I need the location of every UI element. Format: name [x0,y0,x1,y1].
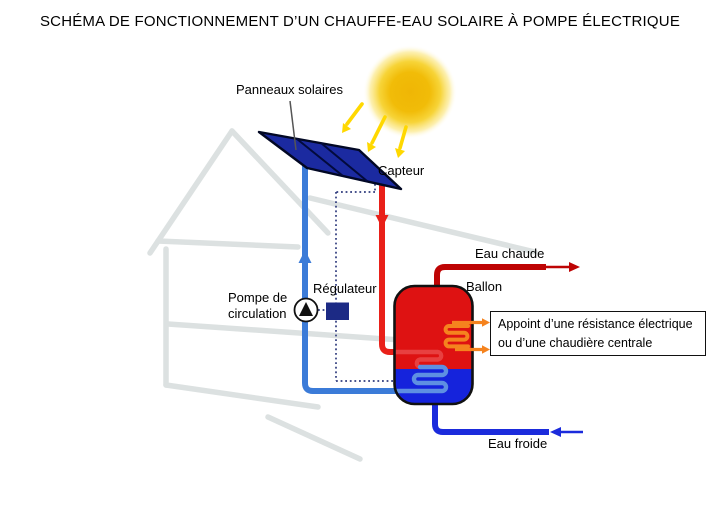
hot-water-arrow-icon [569,262,580,272]
appoint-box: Appoint d’une résistance électrique ou d… [490,311,706,356]
resistance-coil [443,324,470,349]
label-pompe-de-circulation: Pompe de circulation [228,290,287,322]
label-panneaux-solaires: Panneaux solaires [236,82,343,97]
sensor-wire [318,184,394,382]
appoint-line1: Appoint d’une résistance électrique [498,317,693,331]
cold-water-arrow-icon [550,427,561,437]
house-outline [147,128,538,462]
label-pompe-line2: circulation [228,306,287,321]
label-ballon: Ballon [466,279,503,294]
hot-water-pipe [434,264,546,288]
label-eau-froide: Eau froide [488,436,548,451]
sun-icon [363,45,457,139]
panel-leader-line [289,100,297,151]
pump-icon [293,297,319,323]
exchanger-coil-hot [394,349,444,370]
label-pompe-line1: Pompe de [228,290,288,305]
cold-water-pipe [432,402,549,435]
label-regulateur: Régulateur [313,281,377,296]
appoint-line2: ou d’une chaudière centrale [498,336,653,350]
tank-outline [393,284,474,406]
sun-ray-icon [342,102,408,158]
label-capteur: Capteur [378,163,425,178]
ballon-tank [393,284,474,406]
page-title: SCHÉMA DE FONCTIONNEMENT D’UN CHAUFFE-EA… [39,13,681,30]
label-eau-chaude: Eau chaude [475,246,545,261]
flow-arrow-up-icon [298,250,312,263]
solar-loop-cold-pipe [302,165,397,394]
solar-panel [257,130,403,191]
solar-loop-hot-pipe [379,183,397,355]
regulator-box [326,302,349,320]
flow-arrow-down-icon [375,215,389,228]
resistance-arrows [452,318,490,354]
exchanger-coil-cooled [394,364,449,394]
